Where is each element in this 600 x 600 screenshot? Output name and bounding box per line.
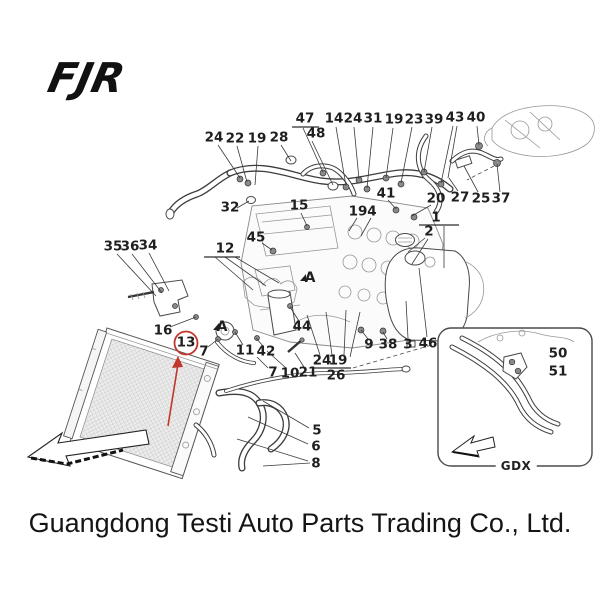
highlight-arrowhead bbox=[172, 356, 183, 368]
highlight-arrow bbox=[167, 363, 179, 427]
company-name: Guangdong Testi Auto Parts Trading Co., … bbox=[28, 508, 572, 538]
bracket-art bbox=[127, 279, 189, 317]
inset-label: GDX bbox=[495, 459, 537, 473]
highlight-circle bbox=[173, 330, 199, 356]
direction-arrow bbox=[26, 429, 150, 467]
hoses-art bbox=[165, 133, 504, 472]
fasteners-art bbox=[193, 142, 501, 342]
gearbox-art bbox=[454, 105, 595, 169]
highlight bbox=[167, 330, 199, 427]
brand-logo: FJR bbox=[44, 54, 129, 101]
expansion-tank-art bbox=[384, 233, 485, 348]
inset-box bbox=[437, 327, 593, 467]
leader-lines bbox=[116, 125, 550, 467]
thermostat-art bbox=[215, 289, 305, 365]
